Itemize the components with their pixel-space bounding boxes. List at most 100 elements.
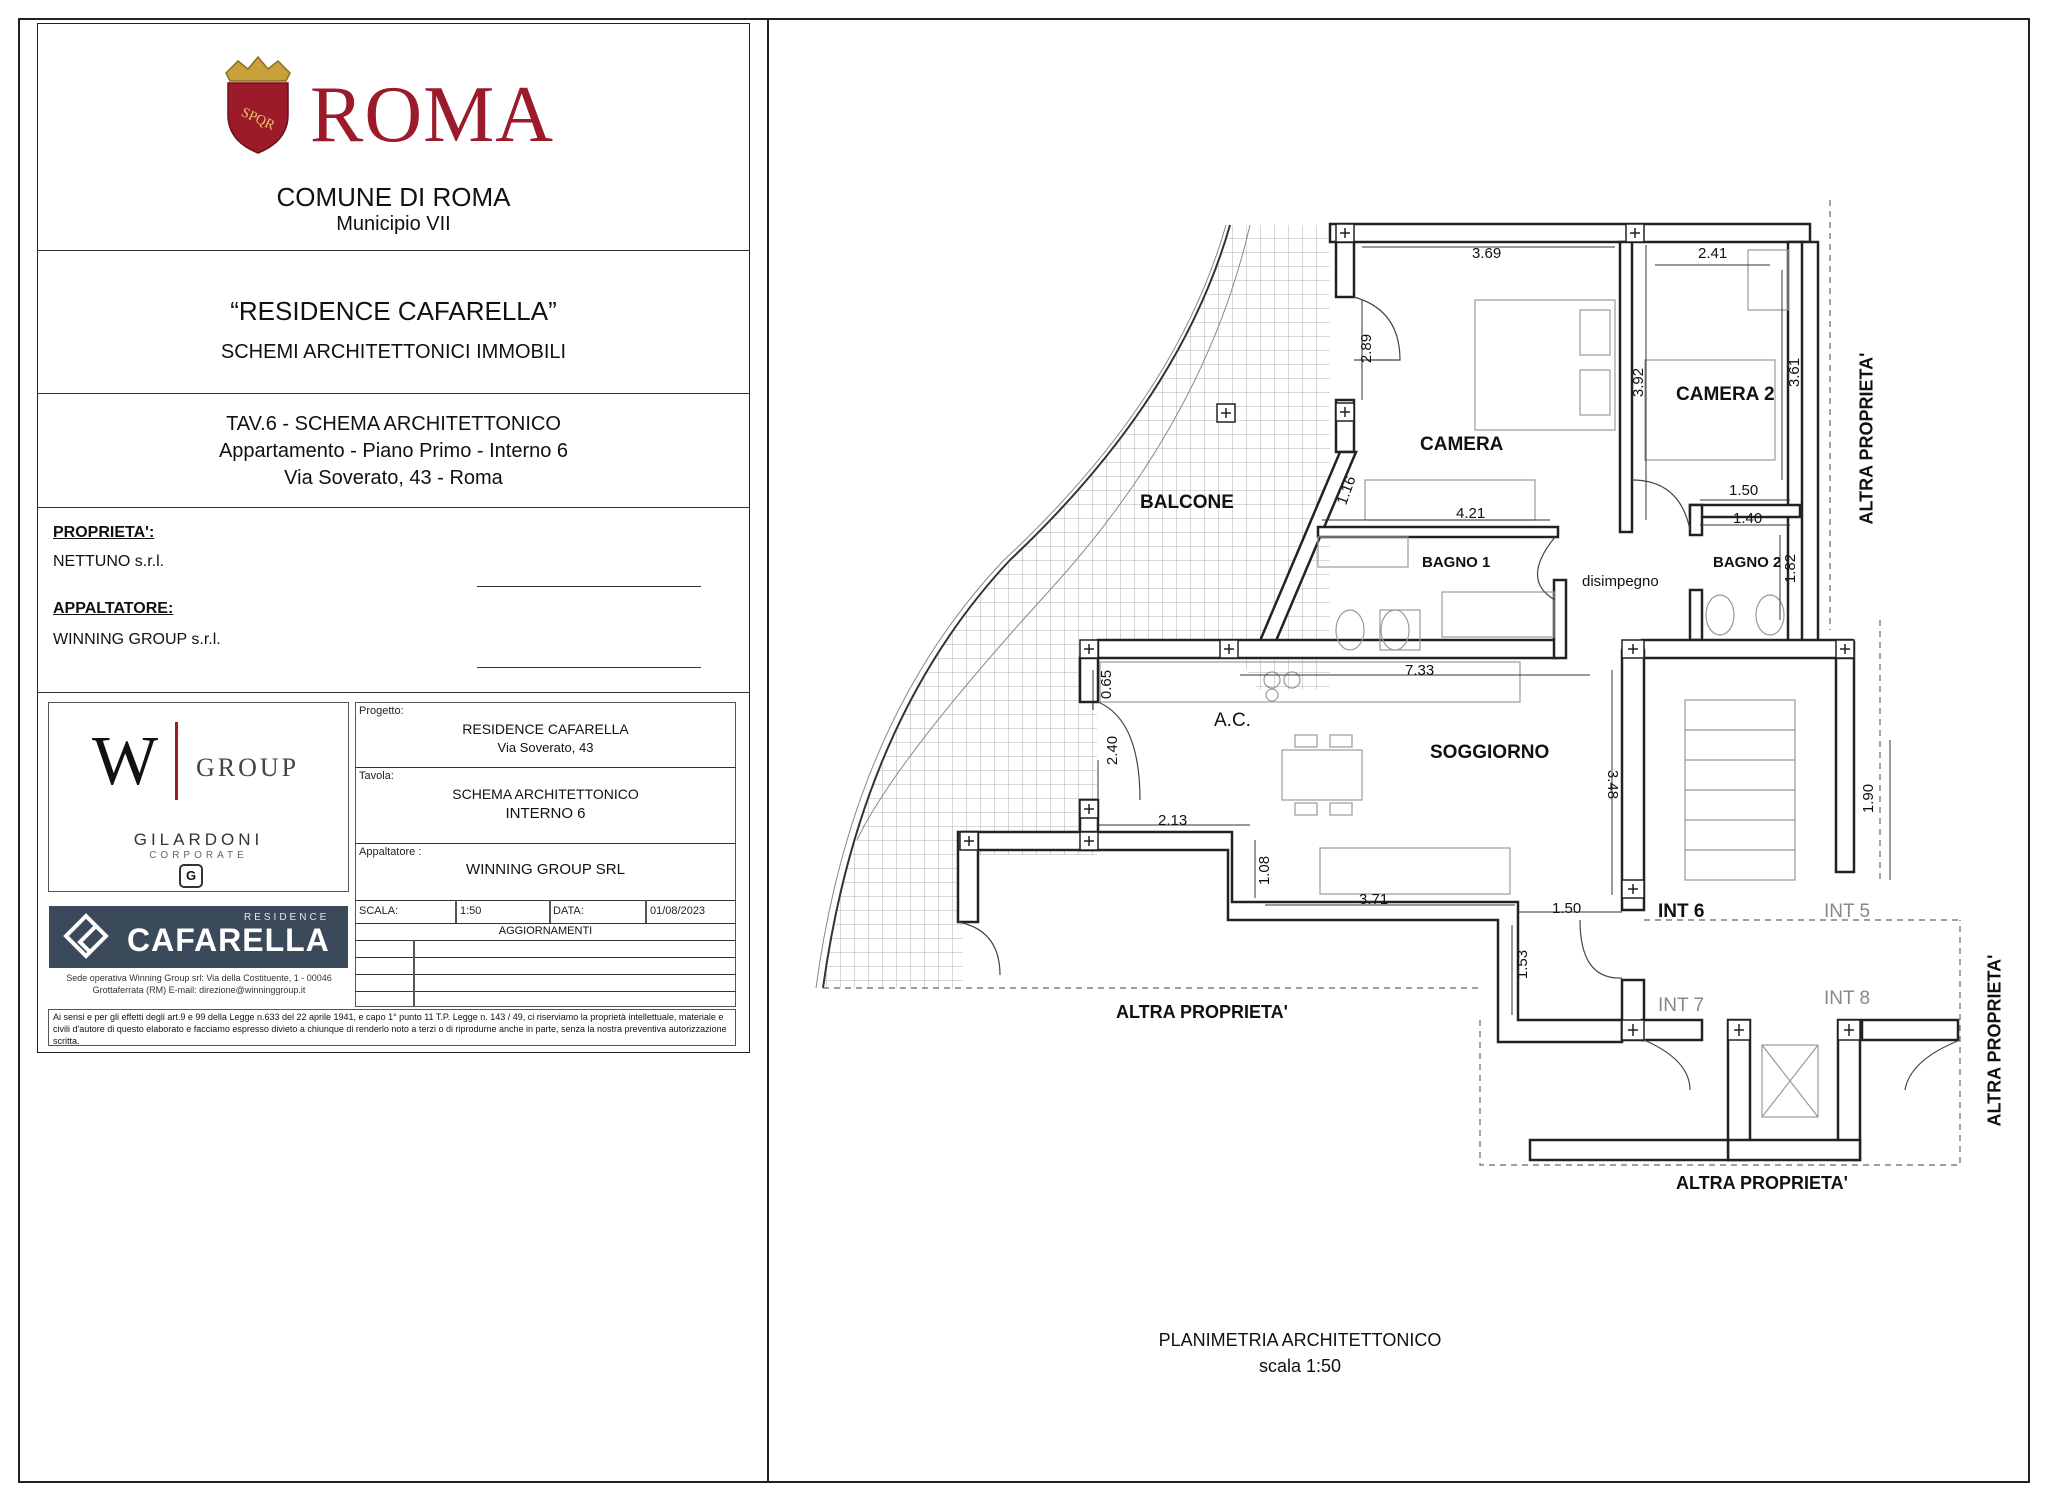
- gilardoni-word: GILARDONI: [133, 830, 264, 849]
- room-balcone: BALCONE: [1140, 492, 1234, 513]
- tb-scala-value: 1:50: [460, 905, 482, 917]
- plan-caption-scale: scala 1:50: [1258, 1356, 1342, 1376]
- tb-aggiornamenti: AGGIORNAMENTI: [498, 925, 593, 937]
- dim-label: 3.92: [1630, 367, 1648, 398]
- roma-wordmark: ROMA: [310, 71, 555, 159]
- dim-label: 2.89: [1358, 333, 1376, 364]
- dim-label: 3.61: [1786, 357, 1804, 388]
- dim-label: 0.65: [1098, 669, 1116, 700]
- room-soggiorno: SOGGIORNO: [1430, 742, 1550, 763]
- room-ac: A.C.: [1214, 710, 1251, 731]
- dim-label: 2.13: [1158, 812, 1188, 829]
- dim-label: 3.48: [1604, 769, 1622, 800]
- tb-progetto-label: Progetto:: [359, 705, 404, 717]
- tb-row-line: [355, 957, 736, 958]
- tb-data-label: DATA:: [553, 905, 584, 917]
- tb-row-line: [355, 767, 736, 768]
- dim-label: 7.33: [1405, 662, 1435, 679]
- cafarella-address: Sede operativa Winning Group srl: Via de…: [66, 973, 332, 995]
- legal-box: [48, 1009, 736, 1046]
- tb-appaltatore-label: Appaltatore :: [359, 846, 422, 858]
- room-disimpegno: disimpegno: [1582, 573, 1659, 590]
- sheet-divider: [767, 18, 769, 1483]
- dim-label: 3.71: [1359, 891, 1389, 908]
- project-title: “RESIDENCE CAFARELLA”: [230, 296, 557, 326]
- furniture: [1099, 249, 1819, 1118]
- tb-progetto-l1: RESIDENCE CAFARELLA: [462, 721, 629, 737]
- cafarella-banner: [49, 906, 348, 968]
- tb-tavola-l2: INTERNO 6: [505, 805, 586, 822]
- roma-shield-icon: SPQR: [225, 55, 291, 154]
- info-panel: [37, 23, 750, 1053]
- wall-markers: [959, 223, 1861, 1041]
- owner-value: NETTUNO s.r.l.: [53, 553, 165, 570]
- unit-int8: INT 8: [1824, 988, 1871, 1009]
- panel-divider: [37, 507, 750, 508]
- contractor-label: APPALTATORE:: [53, 600, 174, 617]
- dim-label: 4.21: [1456, 505, 1486, 522]
- tb-col-line: [645, 900, 647, 923]
- dim-label: 3.69: [1472, 245, 1502, 262]
- gilardoni-sub: CORPORATE: [149, 850, 248, 861]
- unit-int6: INT 6: [1658, 901, 1705, 922]
- room-bagno1: BAGNO 1: [1422, 554, 1491, 571]
- door-swings: [957, 296, 1961, 1091]
- neighbour-right-top: ALTRA PROPRIETA': [1856, 352, 1877, 525]
- dim-label: 1.82: [1782, 553, 1800, 584]
- neighbour-bottom: ALTRA PROPRIETA': [1676, 1173, 1848, 1193]
- room-camera2: CAMERA 2: [1676, 384, 1775, 405]
- contractor-value: WINNING GROUP s.r.l.: [53, 631, 221, 648]
- panel-divider: [37, 692, 750, 693]
- municipio: Municipio VII: [336, 213, 451, 235]
- walls: [956, 222, 1960, 1162]
- balcony-edge: [856, 224, 1251, 841]
- w-group-word: GROUP: [196, 753, 300, 782]
- sheet-line-3: Via Soverato, 43 - Roma: [284, 467, 503, 489]
- legal-note: Ai sensi e per gli effetti degli art.9 e…: [53, 1012, 727, 1046]
- unit-int7: INT 7: [1658, 995, 1705, 1016]
- dim-label: 1.08: [1256, 855, 1274, 886]
- w-group-letter: W: [92, 723, 159, 800]
- tb-progetto-l2: Via Soverato, 43: [497, 740, 594, 755]
- cafarella-logo-icon: [63, 913, 109, 959]
- room-bagno2: BAGNO 2: [1713, 554, 1782, 571]
- signature-line: [477, 667, 701, 668]
- owner-label: PROPRIETA':: [53, 524, 155, 541]
- w-group-divider: [175, 722, 178, 800]
- sheet-line-1: TAV.6 - SCHEMA ARCHITETTONICO: [226, 413, 561, 435]
- sheet-border: [18, 18, 2030, 1483]
- tb-col-line: [455, 900, 457, 923]
- balcony-edge: [815, 224, 1227, 989]
- neighbour-bottom-left: ALTRA PROPRIETA': [1116, 1002, 1288, 1022]
- dim-label: 1.53: [1514, 949, 1532, 980]
- dim-label: 1.50: [1552, 900, 1582, 917]
- tb-row-line: [355, 940, 736, 941]
- dim-label: 1.50: [1729, 482, 1759, 499]
- neighbour-right-bottom: ALTRA PROPRIETA': [1984, 954, 2005, 1127]
- comune-title: COMUNE DI ROMA: [276, 182, 511, 212]
- titleblock: [355, 702, 736, 1007]
- room-camera: CAMERA: [1420, 434, 1504, 455]
- sheet-line-2: Appartamento - Piano Primo - Interno 6: [218, 440, 569, 462]
- dim-label: 1.90: [1860, 783, 1878, 814]
- w-group-box: [48, 702, 349, 892]
- panel-divider: [37, 250, 750, 251]
- unit-int5: INT 5: [1824, 901, 1871, 922]
- gilardoni-mark-icon: G: [179, 864, 203, 888]
- dim-label: 2.40: [1104, 735, 1122, 766]
- tb-row-line: [355, 923, 736, 924]
- dim-label: 1.40: [1733, 510, 1763, 527]
- panel-divider: [37, 393, 750, 394]
- tb-tavola-l1: SCHEMA ARCHITETTONICO: [452, 786, 639, 802]
- cafarella-small: RESIDENCE: [244, 912, 330, 923]
- tb-col-line: [413, 940, 415, 1007]
- tb-col-line: [549, 900, 551, 923]
- project-subtitle: SCHEMI ARCHITETTONICI IMMOBILI: [220, 341, 567, 363]
- balcony-floor: [823, 225, 1330, 988]
- property-lines: [823, 200, 1961, 1166]
- tb-data-value: 01/08/2023: [650, 905, 706, 917]
- tb-row-line: [355, 843, 736, 844]
- tb-row-line: [355, 974, 736, 975]
- tb-row-line: [355, 900, 736, 901]
